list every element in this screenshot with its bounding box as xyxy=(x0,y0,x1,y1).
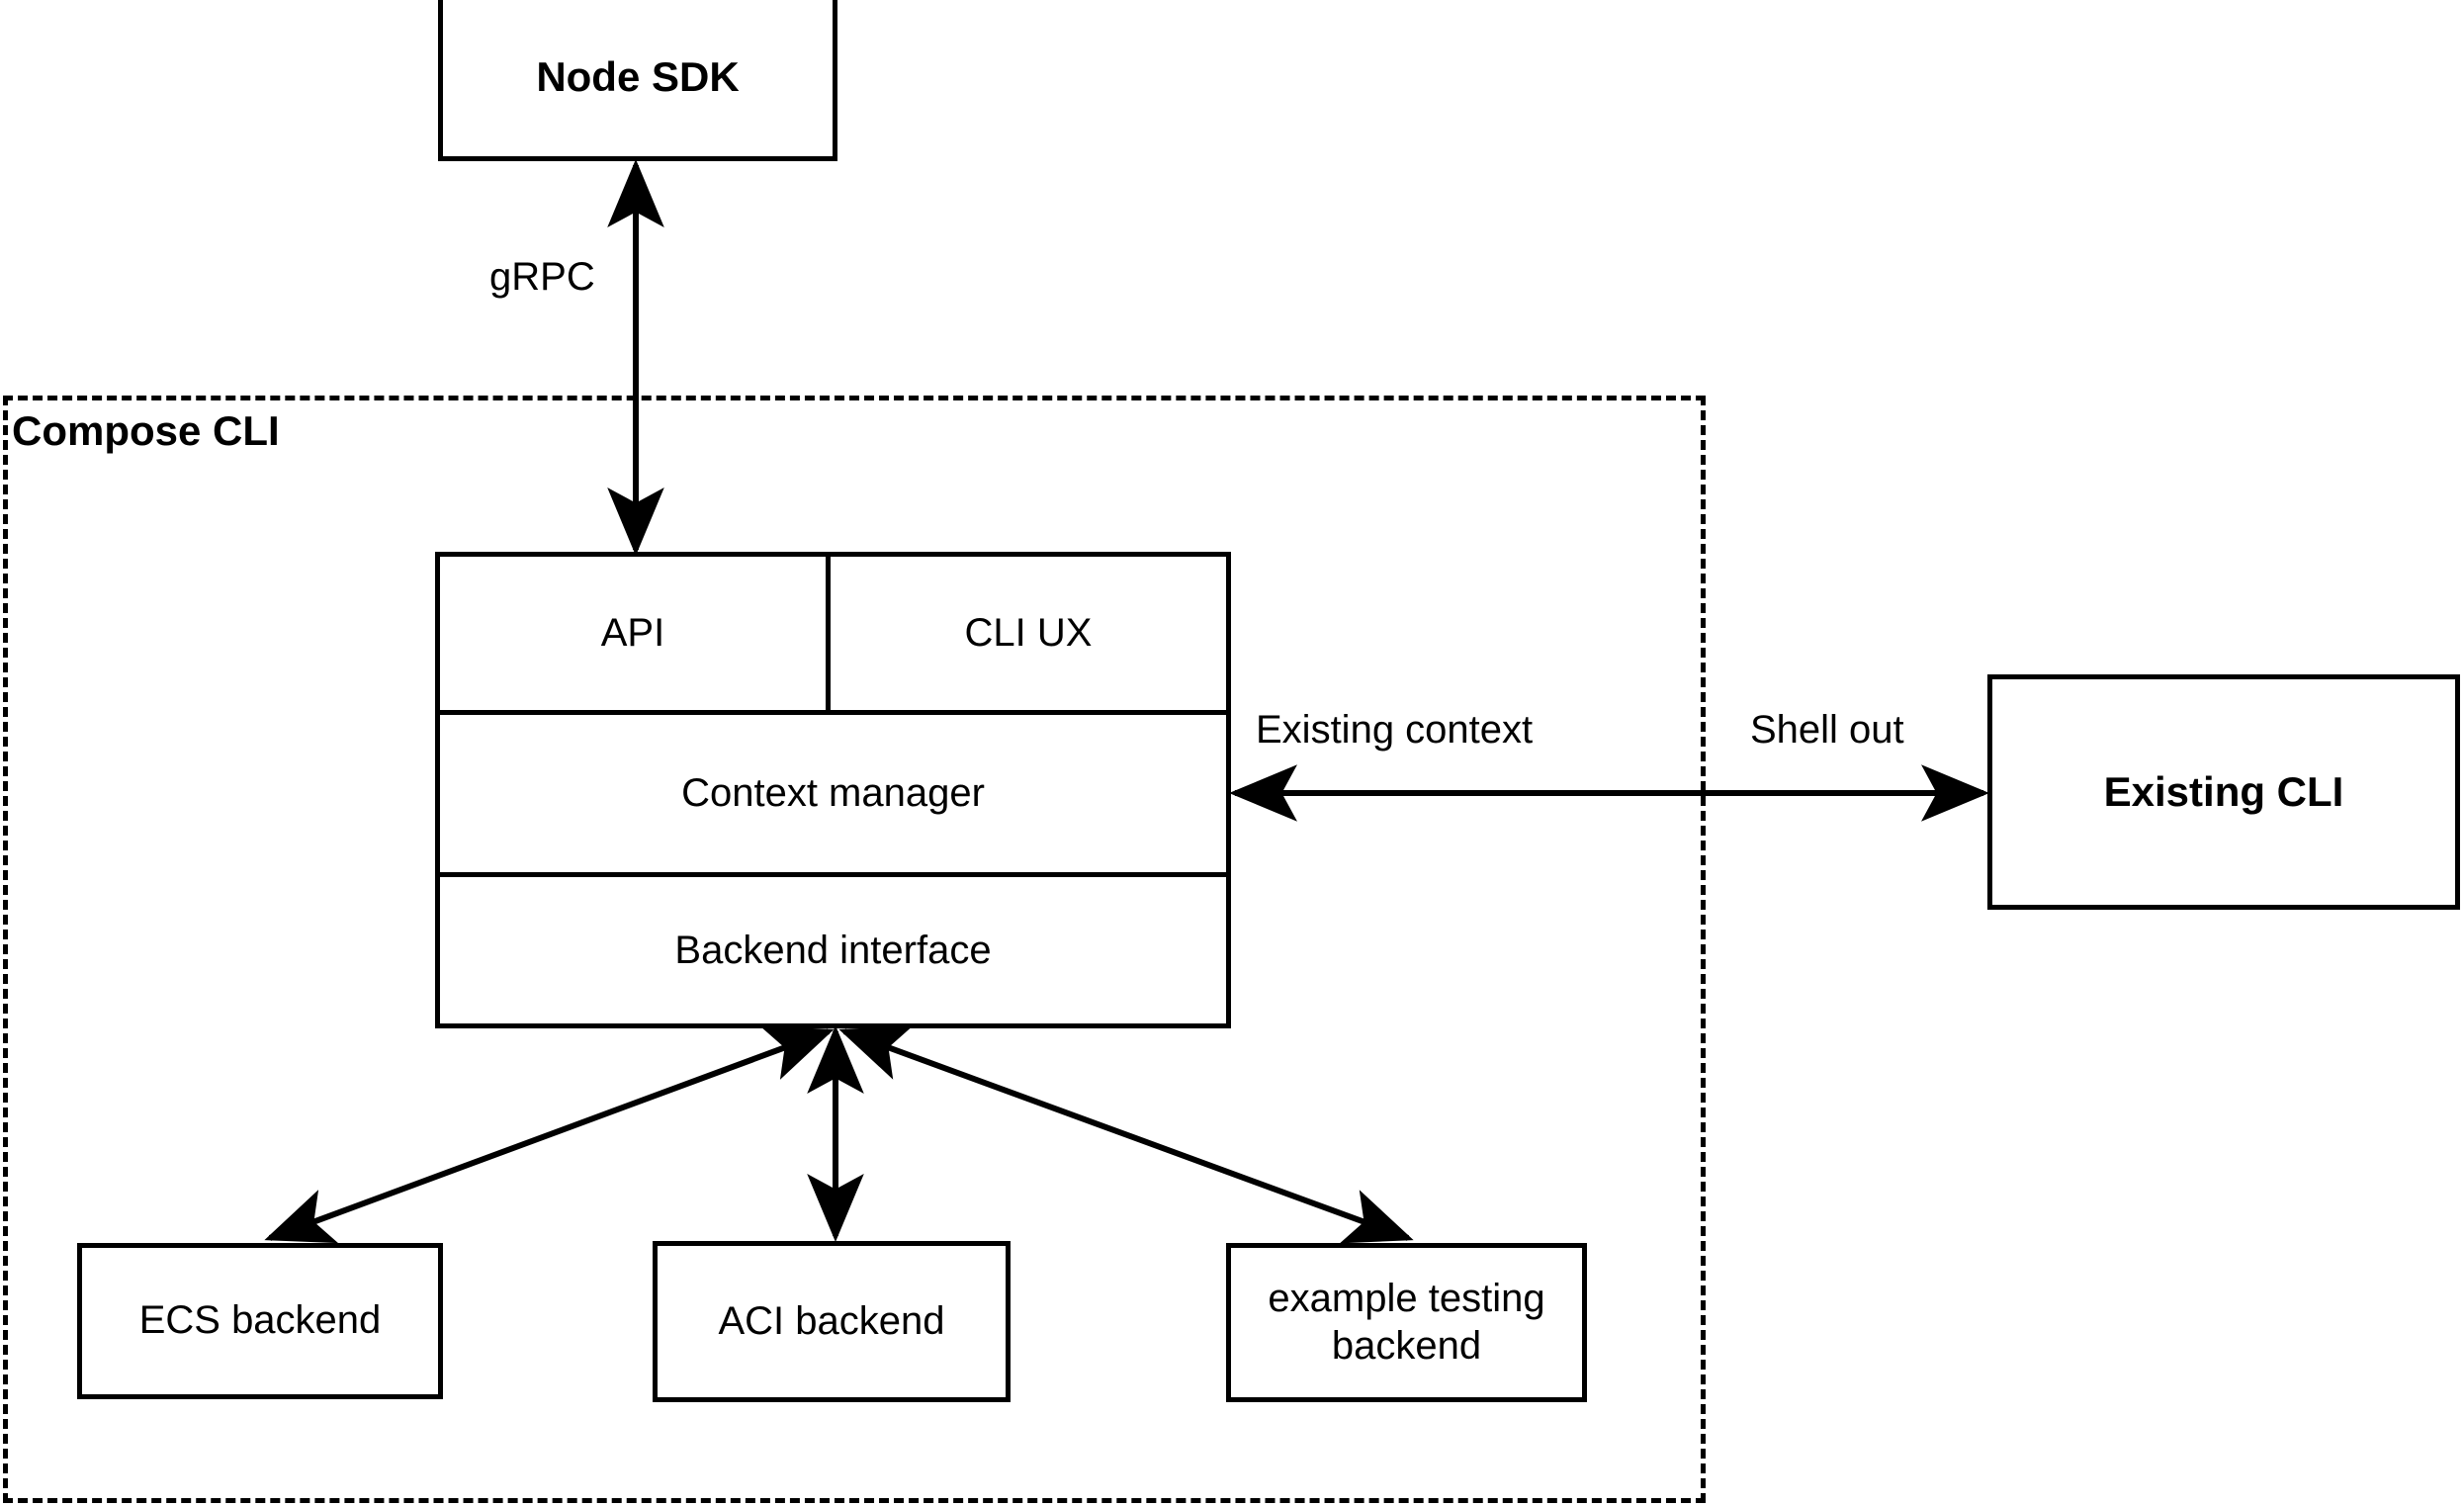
example-testing-backend-line2: backend xyxy=(1331,1323,1482,1368)
edge-label-grpc: gRPC xyxy=(489,255,595,299)
existing-cli-box[interactable]: Existing CLI xyxy=(1987,674,2460,910)
edge-label-existing-context: Existing context xyxy=(1256,708,1534,752)
compose-cli-boundary xyxy=(3,396,1706,1503)
aci-backend-box[interactable]: ACI backend xyxy=(653,1241,1011,1402)
stack-row-backend-interface[interactable]: Backend interface xyxy=(440,877,1226,1023)
node-sdk-box[interactable]: Node SDK xyxy=(438,0,837,161)
stack-cell-cli-ux[interactable]: CLI UX xyxy=(964,611,1093,655)
compose-cli-label: Compose CLI xyxy=(12,407,280,454)
edge-label-shell-out: Shell out xyxy=(1750,708,1904,752)
example-testing-backend-line1: example testing xyxy=(1268,1277,1545,1321)
ecs-backend-box[interactable]: ECS backend xyxy=(77,1243,443,1399)
example-testing-backend-box[interactable]: example testing backend xyxy=(1226,1243,1587,1402)
stack-cell-api[interactable]: API xyxy=(440,557,831,710)
stack-row-api-cliux: API CLI UX xyxy=(440,557,1226,715)
compose-cli-stack: API CLI UX Context manager Backend inter… xyxy=(435,552,1231,1028)
stack-row-context-manager[interactable]: Context manager xyxy=(440,715,1226,877)
